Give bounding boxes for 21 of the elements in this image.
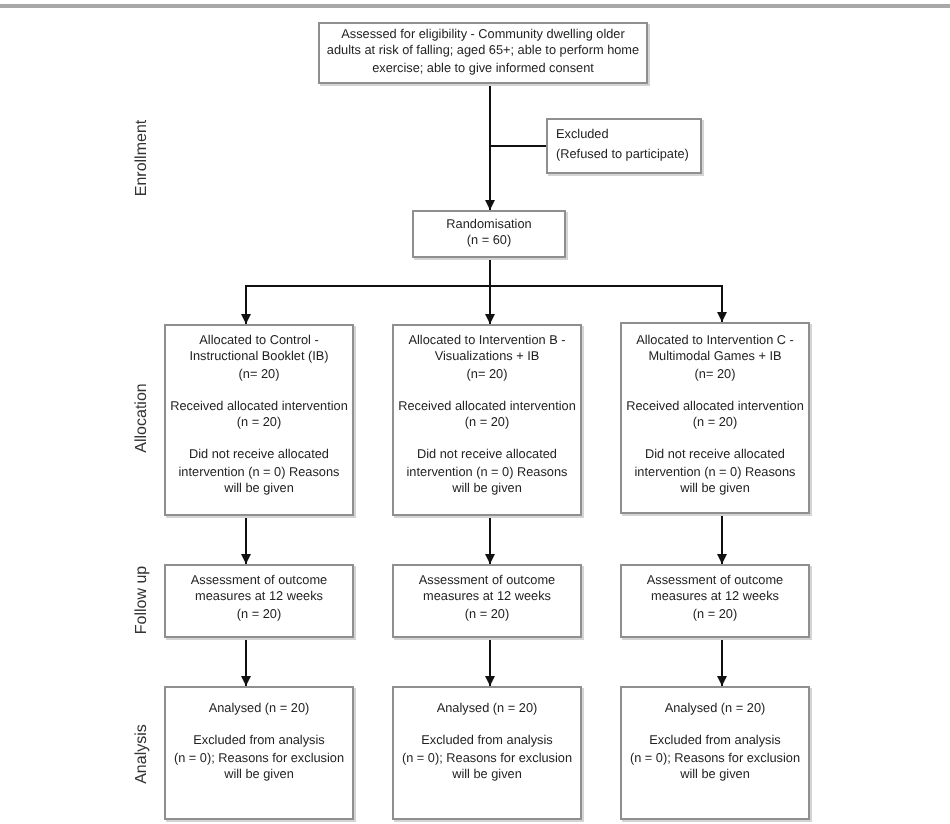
phase-label: Allocation: [132, 383, 152, 453]
process-box: [392, 324, 582, 516]
process-box: [546, 118, 702, 174]
process-box: [620, 686, 810, 820]
arrow: [485, 83, 495, 211]
arrow: [489, 257, 727, 323]
process-box: [164, 564, 354, 638]
arrow: [485, 637, 495, 687]
arrow: [717, 513, 727, 565]
process-box: [392, 686, 582, 820]
process-box: [620, 564, 810, 638]
arrow: [717, 637, 727, 687]
arrow: [485, 515, 495, 565]
process-box: [620, 322, 810, 514]
phase-label: Enrollment: [132, 119, 152, 197]
process-box: [392, 564, 582, 638]
process-box: [412, 210, 566, 258]
process-box: [164, 686, 354, 820]
arrow: [241, 515, 251, 565]
process-box: [164, 324, 354, 516]
arrow: [241, 637, 251, 687]
